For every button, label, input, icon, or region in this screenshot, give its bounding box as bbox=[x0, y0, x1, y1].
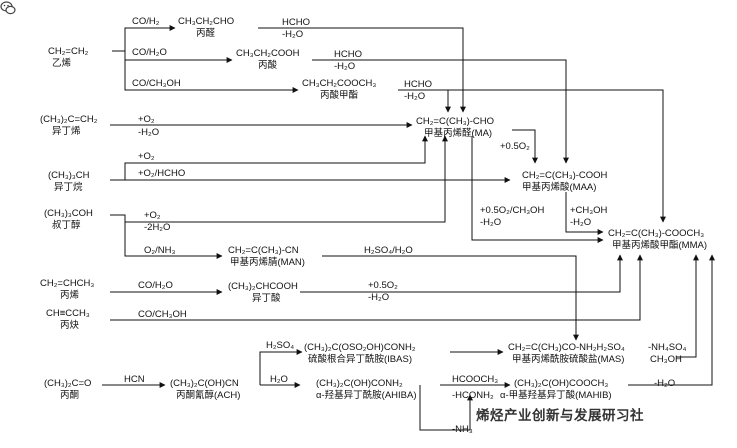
reagent-h2o-4: -H₂O bbox=[138, 127, 160, 138]
reagent-h2so4-h2o: H₂SO₄/H₂O bbox=[364, 245, 413, 256]
reagent-h2o-2: -H₂O bbox=[334, 61, 356, 72]
reagent-h2o-1: -H₂O bbox=[282, 29, 304, 40]
edge-mas-mma bbox=[676, 254, 699, 358]
ma-name: 甲基丙烯醛(MA) bbox=[424, 128, 493, 139]
reagent-co-h2: CO/H₂ bbox=[132, 16, 160, 27]
reagent-co-ch3oh: CO/CH₃OH bbox=[132, 78, 181, 89]
maa-formula: CH₂=C(CH₃)-COOH bbox=[522, 170, 608, 181]
edge-propacid-maa bbox=[312, 59, 569, 164]
reagent-h2o-5: -H₂O bbox=[480, 217, 502, 228]
ibas-formula: (CH₃)₂C(OSO₂OH)CONH₂ bbox=[304, 342, 416, 353]
edge-ach-ibas bbox=[259, 349, 303, 385]
edge-ma-maa bbox=[512, 129, 538, 164]
reagent-co-ch3oh-2: CO/CH₃OH bbox=[138, 309, 187, 320]
reagent-nh3: -NH₃ bbox=[452, 424, 473, 435]
reagent-h2o-3: -H₂O bbox=[404, 91, 426, 102]
watermark-text: 烯烃产业创新与发展研习社 bbox=[476, 408, 644, 423]
reagent-ch3oh-1: +CH₃OH bbox=[570, 205, 608, 216]
mahib-formula: (CH₃)₂C(OH)COOCH₃ bbox=[514, 378, 609, 389]
iba-name: 异丁酸 bbox=[252, 293, 281, 304]
edge-propyne-mma bbox=[110, 254, 643, 321]
reagent-nh4so4: -NH₄SO₄ bbox=[648, 342, 687, 353]
propacid-name: 丙酸 bbox=[258, 60, 278, 71]
isobutylene-formula: (CH₃)₂C=CH₂ bbox=[40, 114, 98, 125]
reagent-h2so4: H₂SO₄ bbox=[266, 340, 295, 351]
reagent-hcn: HCN bbox=[124, 374, 145, 385]
man-name: 甲基丙烯腈(MAN) bbox=[230, 257, 305, 268]
edge-man-mas bbox=[322, 255, 579, 341]
edge-ethylene-propanal bbox=[112, 25, 176, 52]
reagent-h2o-8: H₂O bbox=[270, 374, 288, 385]
reagent-hcooch3: HCOOCH₃ bbox=[452, 374, 499, 385]
reagent-half-o2-2: +0.5O₂ bbox=[368, 280, 398, 291]
mas-formula: CH₂=C(CH₃)CO-NH₂H₂SO₄ bbox=[508, 342, 625, 353]
reagent-o2-hcho: +O₂/HCHO bbox=[138, 168, 186, 179]
edge-ethylene-mpropanoate bbox=[124, 60, 299, 93]
isobutane-name: 异丁烷 bbox=[54, 182, 83, 193]
isobutylene-name: 异丁烯 bbox=[52, 126, 81, 137]
propyne-formula: CH≡CCH₃ bbox=[46, 308, 90, 319]
reagent-ch3oh-2: CH₃OH bbox=[650, 354, 682, 365]
acetone-formula: (CH₃)₂C=O bbox=[44, 378, 92, 389]
mma-name: 甲基丙烯酸甲酯(MMA) bbox=[612, 240, 707, 251]
edge-ma-mma bbox=[471, 136, 604, 243]
edge-tbutanol-man bbox=[124, 222, 223, 259]
reagent-half-o2-1: +0.5O₂ bbox=[500, 141, 530, 152]
propylene-name: 丙烯 bbox=[60, 290, 80, 301]
mas-name: 甲基丙烯酰胺硫酸盐(MAS) bbox=[512, 354, 625, 365]
propylene-formula: CH₂=CHCH₃ bbox=[40, 278, 95, 289]
edge-mpropanoate-mma bbox=[398, 89, 666, 223]
tbutanol-formula: (CH₃)₃COH bbox=[44, 208, 93, 219]
reagent-co-h2o: CO/H₂O bbox=[132, 47, 167, 58]
wechat-icon bbox=[0, 1, 16, 15]
reagent-h2o-7: -H₂O bbox=[368, 292, 390, 303]
reagent-co-h2o-2: CO/H₂O bbox=[138, 280, 173, 291]
propanal-formula: CH₃CH₂CHO bbox=[178, 16, 235, 27]
maa-name: 甲基丙烯酸(MAA) bbox=[522, 182, 597, 193]
reagent-hcho-3: HCHO bbox=[404, 79, 432, 90]
mpropanoate-name: 丙酸甲酯 bbox=[320, 90, 359, 101]
man-formula: CH₂=C(CH₃)-CN bbox=[228, 245, 299, 256]
propyne-name: 丙炔 bbox=[60, 320, 80, 331]
ahiba-name: α-羟基异丁酰胺(AHIBA) bbox=[316, 390, 417, 401]
acetone-name: 丙酮 bbox=[60, 390, 80, 401]
edge-isobutane-ma bbox=[124, 135, 428, 180]
reagent-2h2o: -2H₂O bbox=[144, 222, 171, 233]
ach-formula: (CH₃)₂C(OH)CN bbox=[170, 378, 239, 389]
reagent-half-o2-ch3oh: +0.5O₂/CH₃OH bbox=[480, 205, 545, 216]
ethylene-formula: CH₂=CH₂ bbox=[48, 46, 89, 57]
ethylene-name: 乙烯 bbox=[52, 58, 72, 69]
reagent-o2-3: +O₂ bbox=[144, 210, 161, 221]
edge-ahiba-nh3 bbox=[419, 385, 473, 431]
reagent-o2-1: +O₂ bbox=[138, 114, 155, 125]
mahib-name: α-甲基羟基异丁酸(MAHIB) bbox=[500, 390, 612, 401]
edge-iba-mma bbox=[300, 254, 623, 293]
ibas-name: 硫酸根合异丁酰胺(IBAS) bbox=[308, 354, 412, 365]
ahiba-formula: (CH₃)₂C(OH)CONH₂ bbox=[316, 378, 403, 389]
ach-name: 丙酮氰醇(ACH) bbox=[176, 390, 241, 401]
iba-formula: (CH₃)₂CHCOOH bbox=[228, 281, 298, 292]
tbutanol-name: 叔丁醇 bbox=[52, 220, 81, 231]
reagent-hcho-1: HCHO bbox=[282, 17, 310, 28]
reagent-hconh2: -HCONH₂ bbox=[452, 390, 494, 401]
propanal-name: 丙醛 bbox=[196, 28, 216, 39]
edge-maa-mma bbox=[565, 192, 604, 235]
reagent-o2-2: +O₂ bbox=[138, 151, 155, 162]
reagent-hcho-2: HCHO bbox=[334, 49, 362, 60]
mma-formula: CH₂=C(CH₃)-COOCH₃ bbox=[608, 228, 705, 239]
reagent-h2o-9: -H₂O bbox=[654, 378, 676, 389]
ma-formula: CH₂=C(CH₃)-CHO bbox=[416, 116, 495, 127]
reagent-h2o-6: -H₂O bbox=[570, 217, 592, 228]
edge-propanal-ma bbox=[258, 27, 466, 113]
mpropanoate-formula: CH₃CH₂COOCH₃ bbox=[302, 78, 377, 89]
edge-mahib-mma bbox=[628, 254, 715, 386]
propacid-formula: CH₃CH₂COOH bbox=[236, 48, 300, 59]
reagent-o2-nh3: O₂/NH₃ bbox=[144, 245, 176, 256]
isobutane-formula: (CH₃)₃CH bbox=[48, 170, 90, 181]
